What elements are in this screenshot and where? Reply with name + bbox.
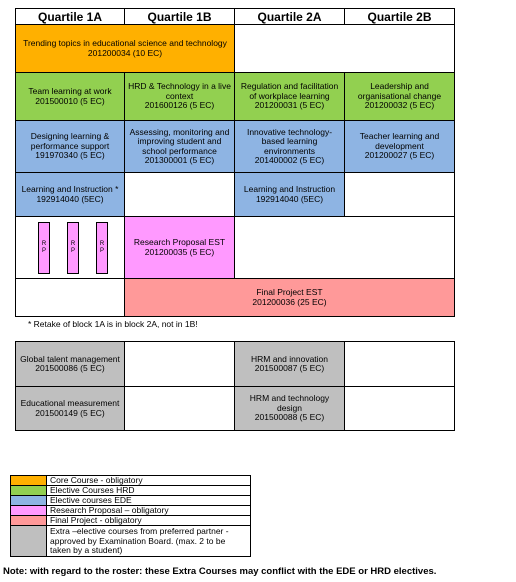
course-title: Educational measurement (20, 398, 120, 408)
course-code: 201200035 (5 EC) (144, 246, 215, 257)
empty-cell (344, 172, 455, 217)
rp-letter: R (41, 241, 47, 247)
course-title: Designing learning & performance support (30, 131, 110, 151)
course-regulation: Regulation and facilitation of workplace… (234, 72, 345, 121)
course-title: Teacher learning and development (359, 131, 440, 151)
course-code: 191970340 (5 EC) (35, 150, 105, 161)
course-code: 201300001 (5 EC) (144, 155, 215, 165)
course-code: 201500086 (5 EC) (35, 363, 105, 373)
retake-footnote: * Retake of block 1A is in block 2A, not… (28, 319, 198, 329)
course-code: 201600126 (5 EC) (144, 100, 215, 111)
course-innovative-technology: Innovative technology-based learning env… (234, 120, 345, 173)
course-title: Leadership and organisational change (357, 81, 442, 101)
course-code: 201500149 (5 EC) (35, 407, 105, 418)
course-code: 192914040 (5EC) (255, 193, 324, 204)
course-trending-topics: Trending topics in educational science a… (15, 24, 235, 73)
empty-cell (234, 216, 455, 279)
course-designing-learning: Designing learning & performance support… (15, 120, 125, 173)
empty-cell (234, 24, 455, 73)
course-title: Trending topics in educational science a… (23, 38, 227, 48)
course-title: HRD & Technology in a live context (128, 81, 231, 101)
course-title: Research Proposal EST (133, 237, 226, 247)
header-quartile-2a: Quartile 2A (234, 8, 345, 25)
rp-letter: P (41, 248, 46, 254)
course-title: Regulation and facilitation of workplace… (240, 81, 339, 101)
course-code: 192914040 (5EC) (36, 193, 104, 204)
rp-letter: R (70, 241, 76, 247)
course-code: 201500088 (5 EC) (254, 412, 325, 423)
legend-swatch-extra (10, 525, 47, 557)
course-title: Learning and Instruction * (21, 184, 119, 194)
course-assessing: Assessing, monitoring and improving stud… (124, 120, 235, 173)
course-title: Assessing, monitoring and improving stud… (129, 126, 230, 156)
empty-cell (124, 386, 235, 431)
course-title: Team learning at work (28, 86, 112, 96)
empty-cell (15, 278, 125, 317)
course-code: 201200036 (25 EC) (252, 296, 327, 307)
course-title: HRM and technology design (249, 393, 330, 413)
course-code: 201400002 (5 EC) (254, 155, 325, 165)
roster-note: Note: with regard to the roster: these E… (3, 566, 437, 577)
course-code: 201200031 (5 EC) (254, 100, 325, 111)
empty-cell (124, 341, 235, 387)
course-title: Innovative technology-based learning env… (246, 126, 333, 156)
empty-cell (344, 341, 455, 387)
course-title: Learning and Instruction (243, 184, 336, 194)
empty-cell (344, 386, 455, 431)
course-code: 201200027 (5 EC) (364, 150, 435, 161)
header-quartile-1b: Quartile 1B (124, 8, 235, 25)
rp-letter: P (99, 248, 104, 254)
course-learning-instruction-1a: Learning and Instruction *192914040 (5EC… (15, 172, 125, 217)
header-quartile-1a: Quartile 1A (15, 8, 125, 25)
rp-letter: P (70, 248, 75, 254)
course-code: 201500010 (5 EC) (35, 95, 105, 106)
course-code: 201200034 (10 EC) (87, 47, 163, 58)
rp-letter: R (99, 241, 105, 247)
course-title: Final Project EST (256, 287, 323, 297)
course-title: HRM and innovation (250, 353, 328, 364)
course-title: Global talent management (20, 353, 120, 364)
header-quartile-2b: Quartile 2B (344, 8, 455, 25)
legend-label-extra: Extra –elective courses from preferred p… (46, 525, 251, 557)
course-code: 201200032 (5 EC) (364, 100, 435, 111)
course-code: 201500087 (5 EC) (254, 363, 325, 373)
empty-cell (124, 172, 235, 217)
